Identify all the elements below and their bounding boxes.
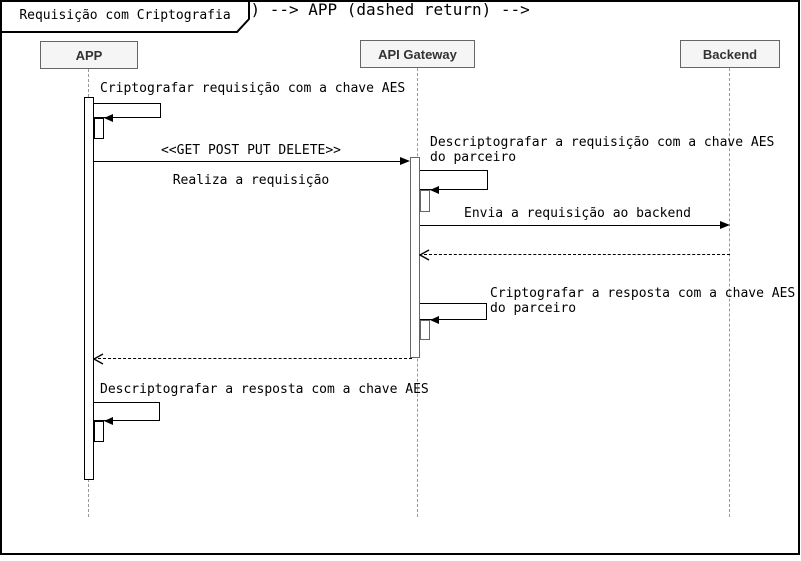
- filled-arrowhead-icon: [104, 114, 113, 122]
- message-label-request: <<GET POST PUT DELETE>> Realiza a requis…: [97, 128, 405, 203]
- actor-box-backend: Backend: [680, 40, 780, 68]
- self-message-loop-gateway-1: [420, 170, 488, 190]
- message-stereotype: <<GET POST PUT DELETE>>: [160, 143, 341, 158]
- self-message-loop-app-1: [94, 103, 161, 118]
- filled-arrowhead-icon: [430, 186, 439, 194]
- actor-label-backend: Backend: [702, 46, 758, 62]
- message-label-send-backend: Envia a requisição ao backend: [464, 206, 691, 221]
- message-line-app-to-gateway: [94, 161, 400, 162]
- message-name: Realiza a requisição: [172, 173, 330, 188]
- filled-arrowhead-icon: [430, 316, 439, 324]
- return-line-gateway-to-app: [98, 358, 412, 359]
- message-label-encrypt-response: Criptografar a resposta com a chave AES …: [490, 286, 796, 316]
- actor-box-app: APP: [40, 41, 138, 69]
- activation-app-nested-1: [94, 118, 104, 139]
- message-label-decrypt-response: Descriptografar a resposta com a chave A…: [100, 382, 429, 397]
- open-arrowhead-icon: [419, 249, 430, 261]
- filled-arrowhead-icon: [104, 417, 113, 425]
- activation-api-gateway-nested-1: [420, 190, 430, 212]
- actor-box-api-gateway: API Gateway: [360, 40, 475, 68]
- message-line-gateway-to-backend: [420, 225, 720, 226]
- activation-app-main: [84, 97, 94, 480]
- frame-title: Requisição com Criptografia: [19, 8, 231, 23]
- self-message-loop-gateway-2: [420, 303, 487, 320]
- message-label-decrypt-request: Descriptografar a requisição com a chave…: [430, 135, 775, 165]
- return-line-backend-to-gateway: [424, 254, 730, 255]
- self-message-loop-app-2: [94, 402, 160, 421]
- activation-api-gateway-nested-2: [420, 320, 430, 340]
- activation-api-gateway-main: [410, 157, 420, 358]
- actor-label-api-gateway: API Gateway: [378, 46, 457, 62]
- lifeline-backend: [729, 68, 730, 517]
- filled-arrowhead-icon: [400, 157, 410, 165]
- frame-title-tab: [0, 0, 250, 33]
- actor-label-app: APP: [75, 47, 103, 63]
- activation-app-nested-2: [94, 421, 104, 442]
- filled-arrowhead-icon: [720, 221, 730, 229]
- message-label-encrypt-request: Criptografar requisição com a chave AES: [100, 81, 406, 96]
- open-arrowhead-icon: [93, 353, 104, 365]
